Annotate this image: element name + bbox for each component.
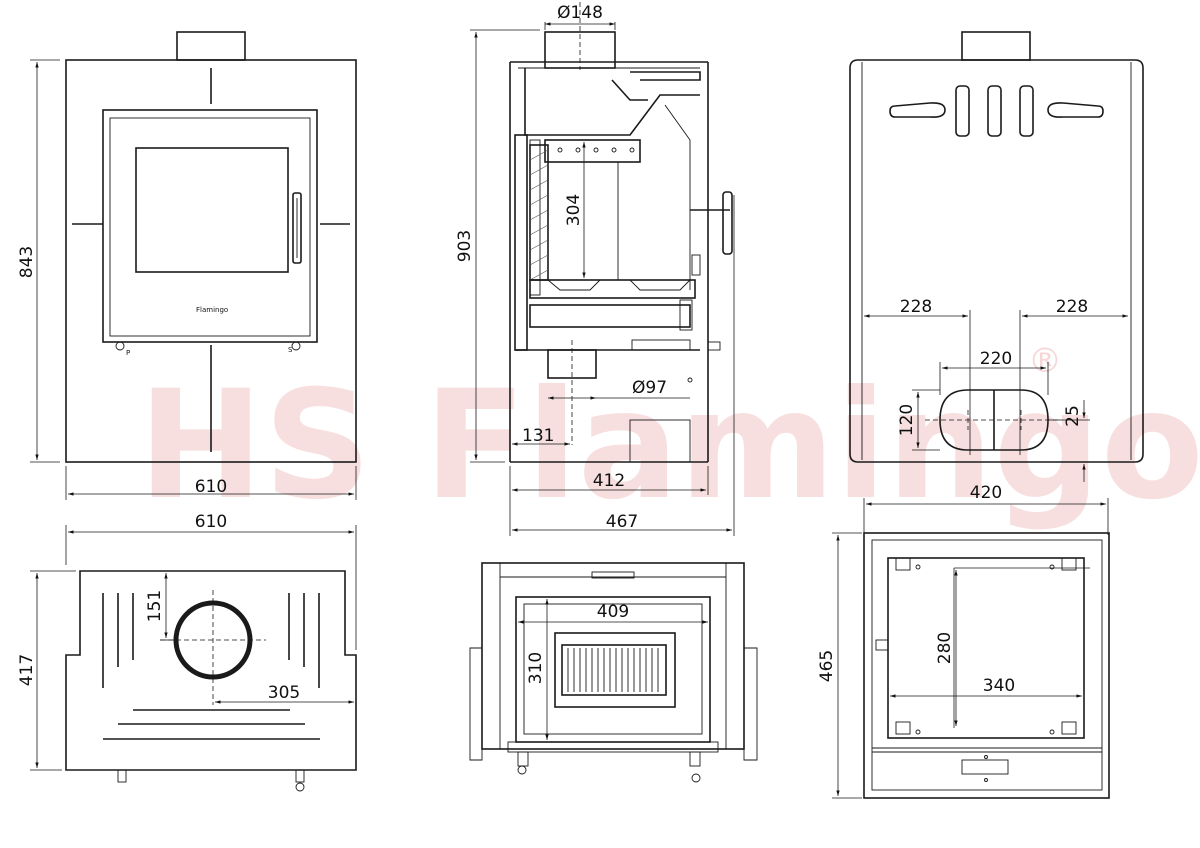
- left-knob-icon: [115, 341, 125, 351]
- rear-opening-center: 25: [1063, 405, 1083, 427]
- side-depth-inner: 412: [593, 471, 625, 491]
- base-view: 280 340 465: [817, 532, 1110, 799]
- mount-hole-icon: [1061, 721, 1077, 735]
- foot-icon: [295, 769, 305, 783]
- top-width-dim: 610: [195, 512, 227, 532]
- knob-left-letter: P: [126, 349, 130, 357]
- top-flue-offset-front: 151: [145, 590, 165, 622]
- foot-icon: [517, 751, 529, 767]
- top-flue-offset-side: 305: [268, 683, 300, 703]
- base-depth-dim: 465: [817, 650, 837, 682]
- air-hole-icon: [593, 147, 599, 153]
- side-firebox-height: 304: [564, 194, 584, 226]
- base-hole-spacing-x: 340: [983, 676, 1015, 696]
- air-hole-icon: [629, 147, 635, 153]
- rear-opening-height: 120: [897, 404, 917, 436]
- watermark: HS Flamingo ®: [138, 341, 1200, 533]
- rear-left-offset: 228: [900, 297, 932, 317]
- side-inlet-diameter: Ø97: [632, 378, 667, 398]
- side-depth-outer: 467: [606, 512, 638, 532]
- knob-right-letter: S: [288, 346, 293, 354]
- side-view: Ø148 903 304 Ø97 131 412 467: [455, 2, 735, 536]
- rear-right-offset: 228: [1056, 297, 1088, 317]
- section-view: 409 310: [469, 562, 758, 783]
- front-width-dim: 610: [195, 477, 227, 497]
- door-logo: Flamingo: [196, 306, 228, 314]
- side-height-dim: 903: [455, 230, 475, 262]
- section-firebox-height: 310: [526, 652, 546, 684]
- mount-hole-icon: [895, 557, 911, 571]
- rear-view: 228 228 220 120 25 420: [849, 31, 1144, 535]
- watermark-registered: ®: [1028, 341, 1062, 381]
- mount-hole-icon: [1061, 557, 1077, 571]
- watermark-text: HS Flamingo: [138, 359, 1200, 533]
- side-inlet-offset: 131: [522, 426, 554, 446]
- air-hole-icon: [557, 147, 563, 153]
- rear-width-dim: 420: [970, 483, 1002, 503]
- base-hole-spacing-y: 280: [935, 632, 955, 664]
- right-knob-icon: [291, 341, 301, 351]
- top-view: 610 417 151 305: [17, 512, 357, 792]
- rear-opening-width: 220: [980, 349, 1012, 369]
- foot-icon: [117, 769, 127, 783]
- front-view: Flamingo P S 843 610: [17, 31, 357, 500]
- top-depth-dim: 417: [17, 654, 37, 686]
- side-flue-diameter: Ø148: [557, 3, 603, 23]
- section-firebox-width: 409: [597, 602, 629, 622]
- air-hole-icon: [611, 147, 617, 153]
- front-height-dim: 843: [17, 246, 37, 278]
- foot-icon: [689, 751, 701, 767]
- mount-hole-icon: [895, 721, 911, 735]
- air-hole-icon: [575, 147, 581, 153]
